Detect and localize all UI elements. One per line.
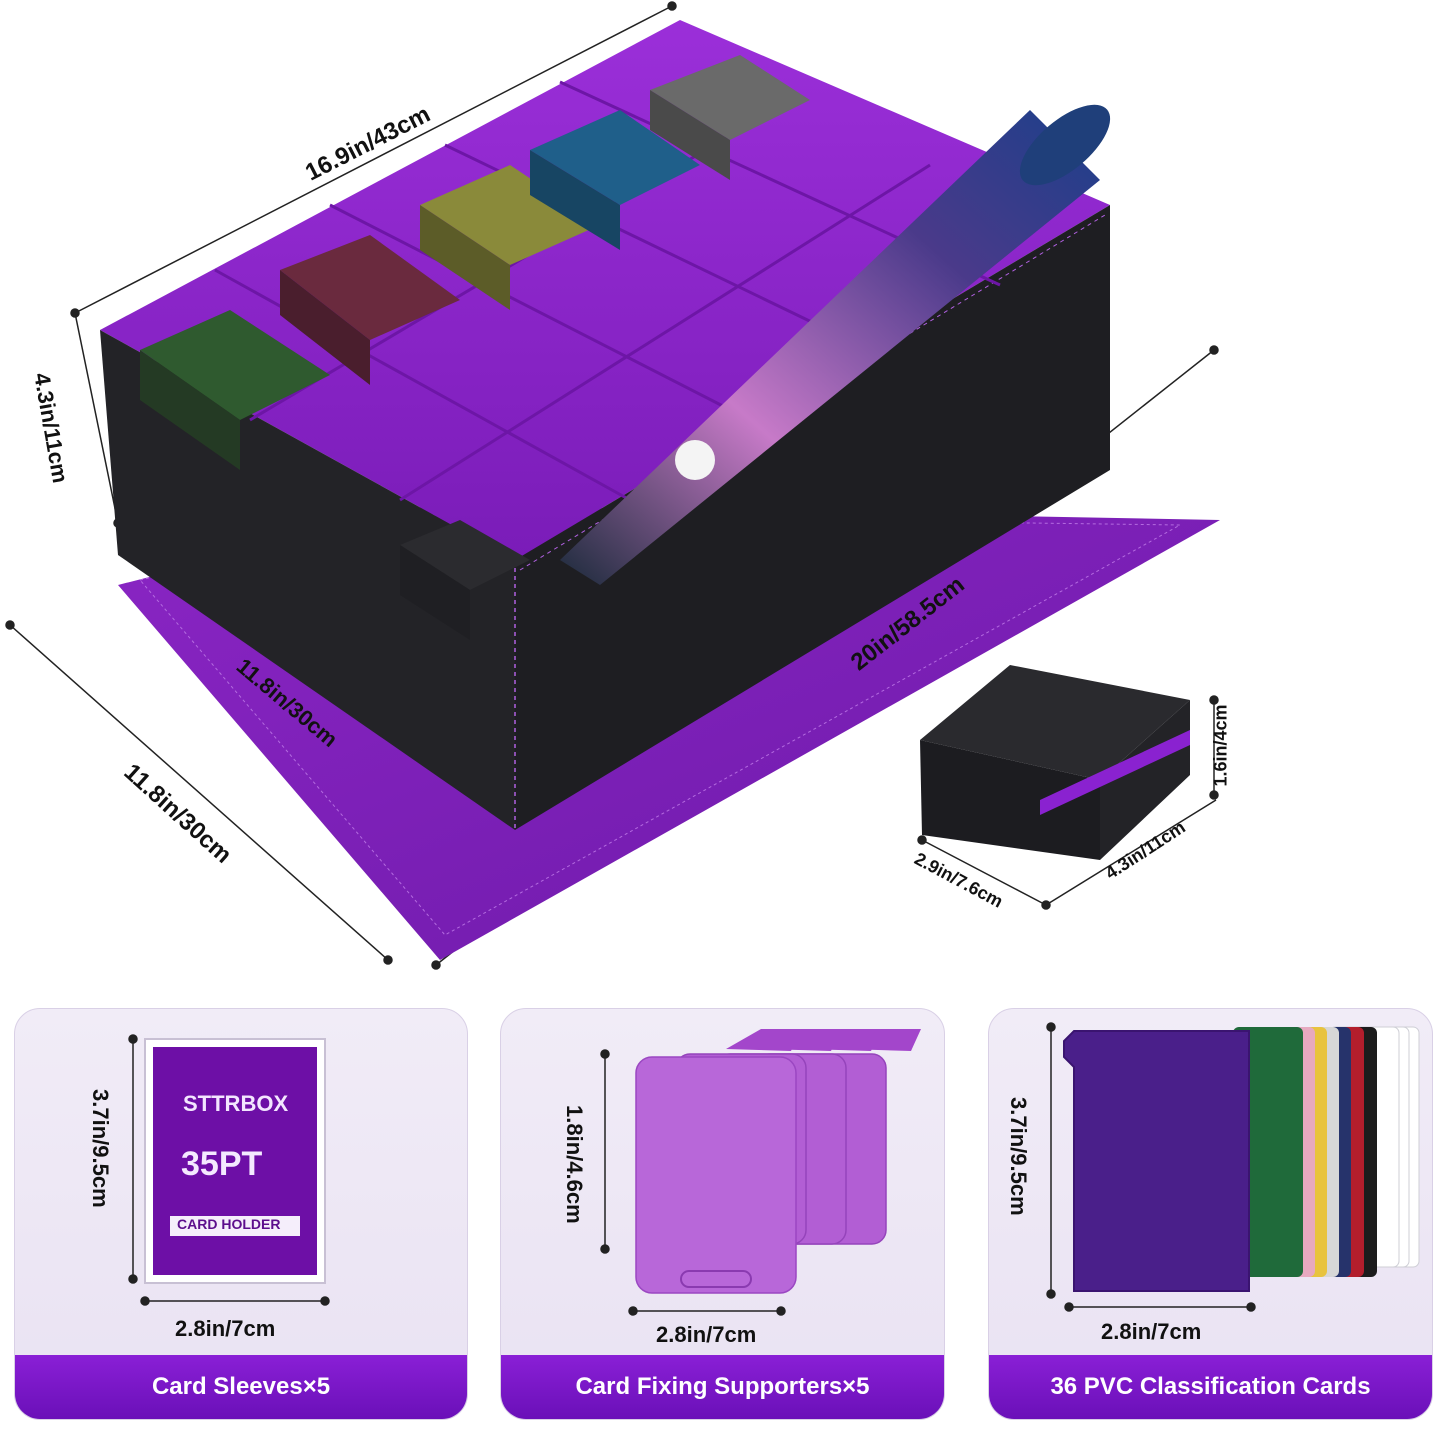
supporter-illustration — [600, 1029, 921, 1316]
panel-card-sleeves: STTRBOX 35PT CARD HOLDER 3.7in/9.5cm 2.8… — [14, 1008, 468, 1420]
rolled-playmat — [560, 104, 1111, 585]
supporter-title: Card Fixing Supporters×5 — [501, 1355, 944, 1419]
pvc-cards-illustration — [1046, 1022, 1420, 1312]
card-stacks — [140, 55, 810, 470]
sleeve-holder-label: CARD HOLDER — [177, 1216, 281, 1232]
panel-fixing-supporters: 1.8in/4.6cm 2.8in/7cm Card Fixing Suppor… — [500, 1008, 945, 1420]
sleeve-brand: STTRBOX — [183, 1091, 289, 1116]
inner-deck-lid — [400, 520, 530, 640]
pvc-height-label: 3.7in/9.5cm — [1006, 1097, 1031, 1216]
box-left-wall — [100, 330, 515, 830]
supporter-width-label: 2.8in/7cm — [656, 1322, 757, 1347]
pvc-title: 36 PVC Classification Cards — [989, 1355, 1432, 1419]
sleeve-width-label: 2.8in/7cm — [175, 1316, 276, 1341]
panel-pvc-cards: 3.7in/9.5cm 2.8in/7cm 36 PVC Classificat… — [988, 1008, 1433, 1420]
pvc-width-label: 2.8in/7cm — [1101, 1319, 1202, 1344]
sleeve-thickness: 35PT — [181, 1145, 263, 1183]
deck-box — [920, 665, 1190, 860]
sleeve-title: Card Sleeves×5 — [15, 1355, 467, 1419]
sleeve-height-label: 3.7in/9.5cm — [88, 1089, 113, 1208]
box-interior — [100, 20, 1110, 560]
deck-box-height-label: 1.6in/4cm — [1210, 704, 1231, 787]
product-illustration — [5, 1, 1220, 970]
sleeve-illustration — [128, 1034, 330, 1306]
box-front-wall — [515, 205, 1110, 830]
supporter-height-label: 1.8in/4.6cm — [562, 1105, 587, 1224]
